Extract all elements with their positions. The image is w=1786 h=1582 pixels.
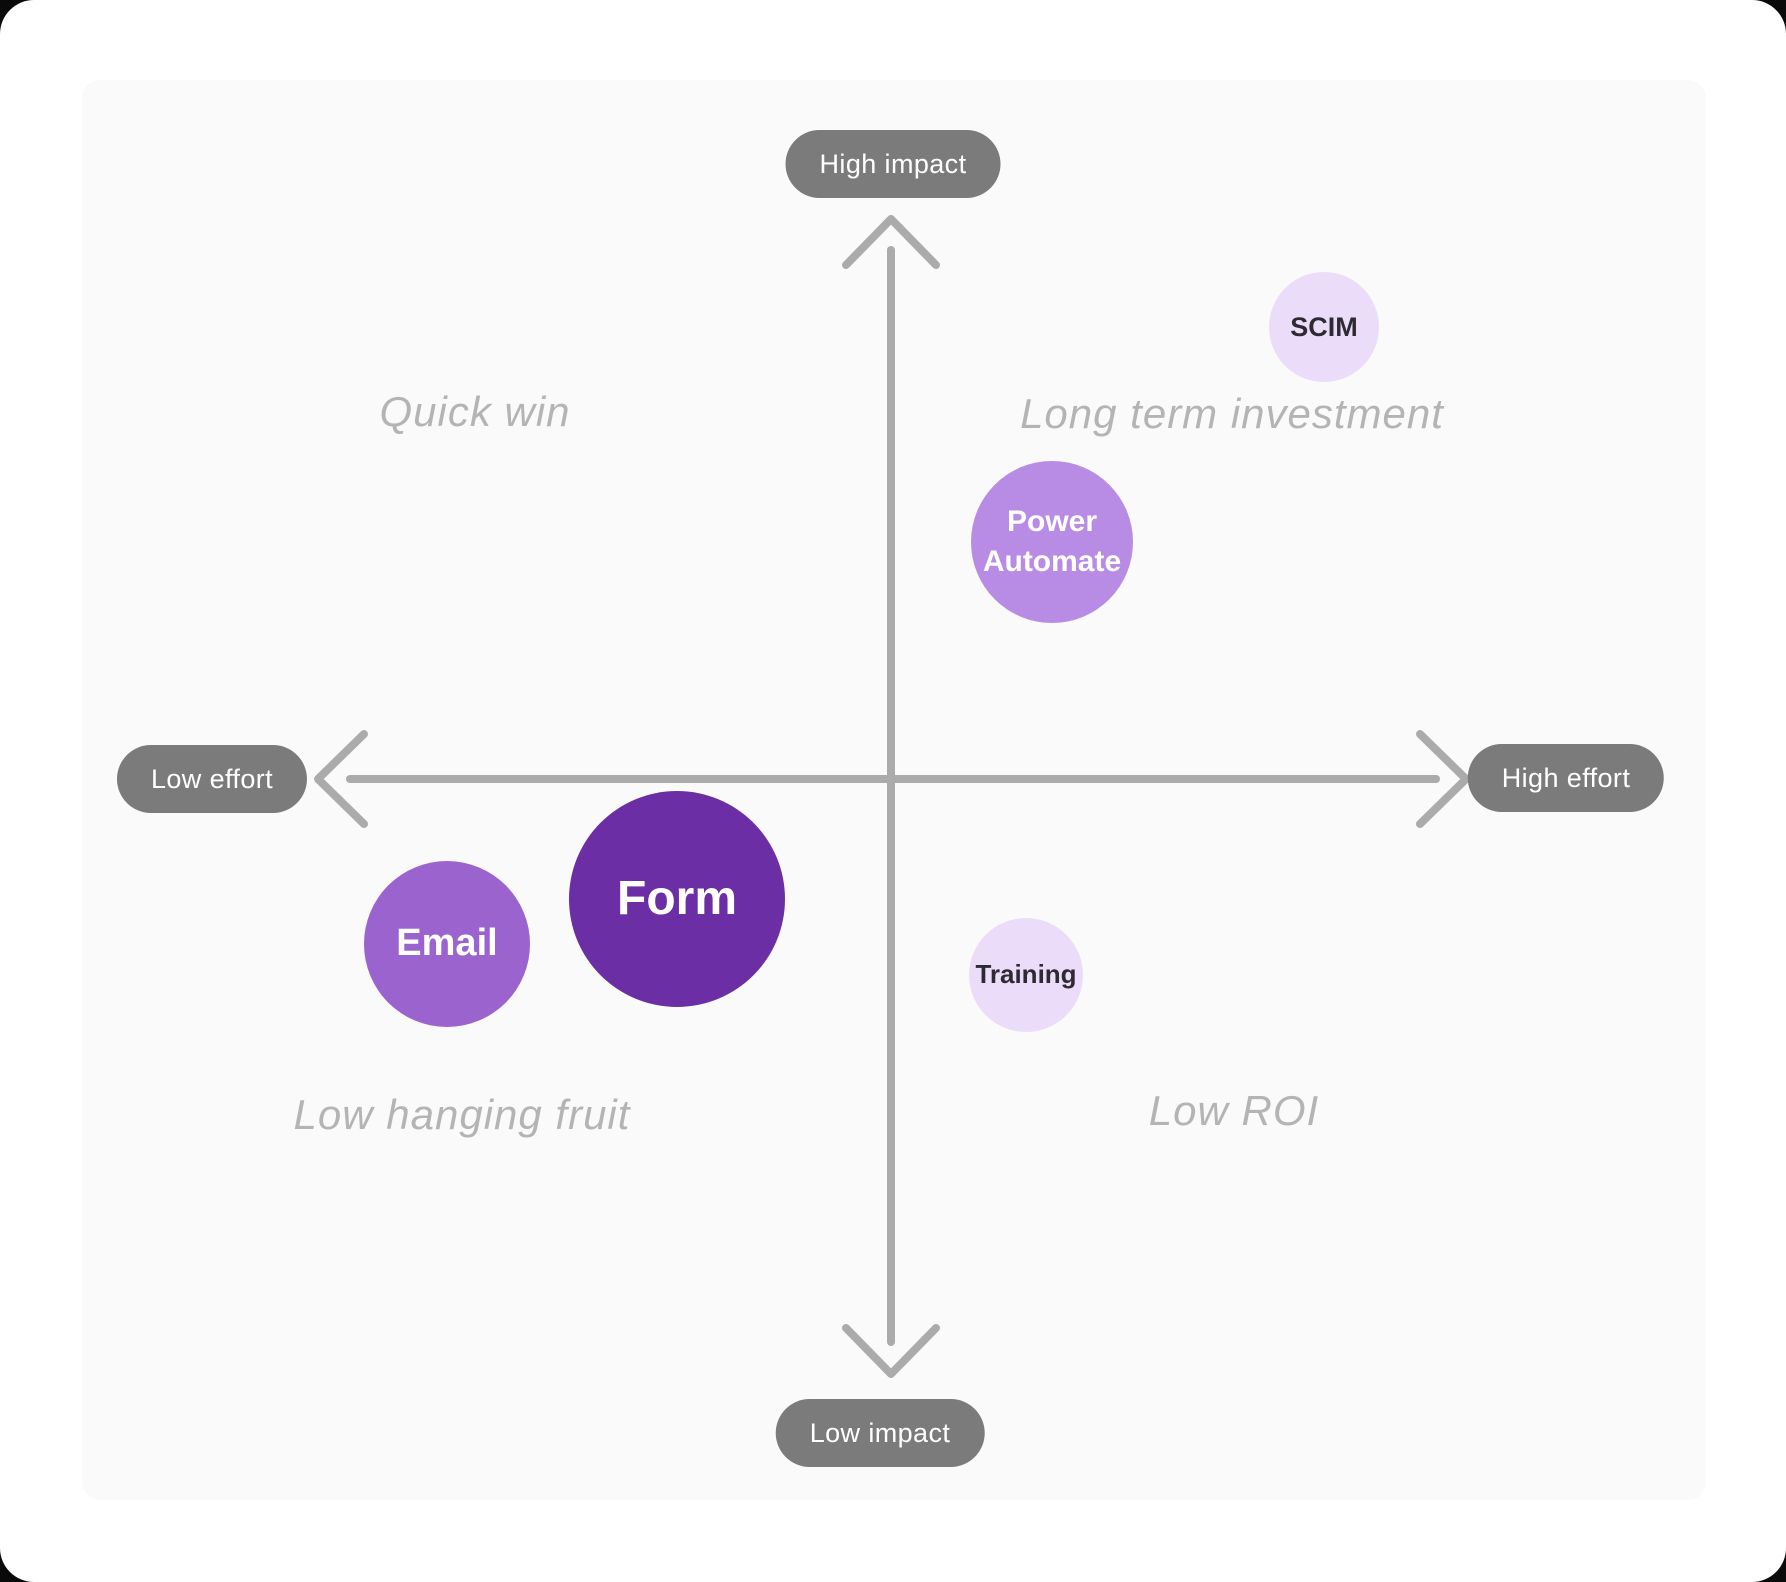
bubble-scim[interactable]: SCIM <box>1269 272 1379 382</box>
axis-label-high-impact: High impact <box>785 130 1001 198</box>
quadrant-label-low-hanging-fruit: Low hanging fruit <box>293 1091 631 1138</box>
bubble-form[interactable]: Form <box>569 791 785 1007</box>
quadrant-label-quick-win: Quick win <box>379 388 571 435</box>
bubble-training[interactable]: Training <box>969 918 1083 1032</box>
axis-label-low-impact: Low impact <box>775 1399 985 1467</box>
axis-label-high-effort: High effort <box>1467 744 1665 812</box>
matrix-panel <box>82 80 1706 1500</box>
bubble-power-automate[interactable]: Power Automate <box>971 461 1133 623</box>
bubble-email[interactable]: Email <box>364 861 530 1027</box>
quadrant-label-long-term-investment: Long term investment <box>1020 390 1444 437</box>
axis-label-low-effort: Low effort <box>116 745 308 813</box>
quadrant-label-low-roi: Low ROI <box>1148 1087 1320 1134</box>
